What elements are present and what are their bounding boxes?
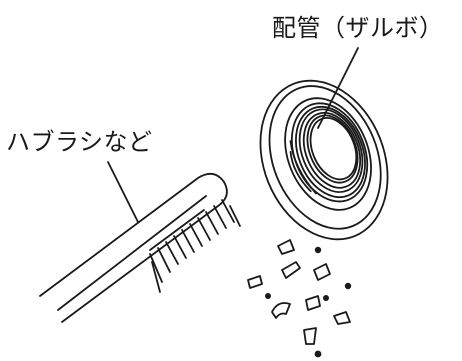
toothbrush [39,172,241,323]
brush-label: ハブラシなど [6,128,153,156]
brush-leader-line [107,161,139,223]
debris-dots [265,246,352,358]
debris [247,239,351,345]
pipe-label: 配管（ザルボ） [272,14,444,42]
pipe-fitting [259,79,389,241]
